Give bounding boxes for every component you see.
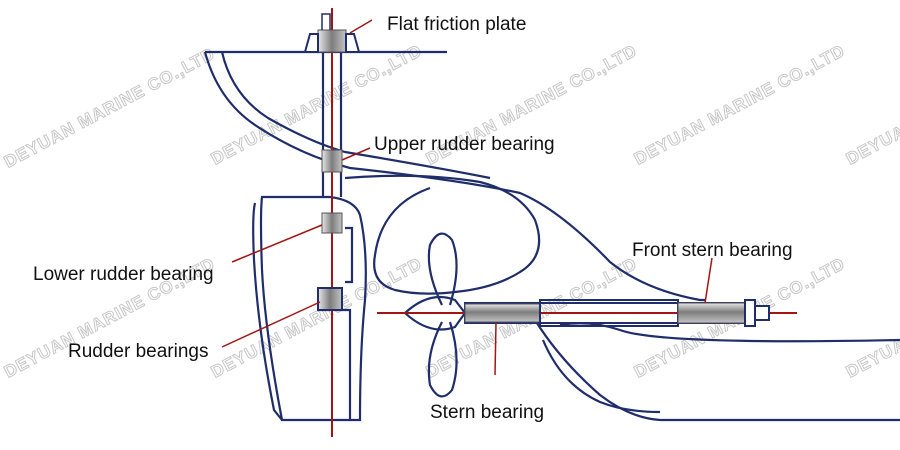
rudder-bearings-part xyxy=(317,287,343,311)
watermark: DEYUAN MARINE CO.,LTD xyxy=(631,41,848,169)
watermarks: DEYUAN MARINE CO.,LTD DEYUAN MARINE CO.,… xyxy=(0,40,900,382)
hull-outer-curve xyxy=(203,51,706,302)
front-stern-bearing-sleeve xyxy=(677,302,746,324)
rudder-leading-edge xyxy=(252,202,283,421)
shaft-flange xyxy=(744,299,756,327)
leader-upper-rudder-bearing xyxy=(341,147,371,161)
aperture-loop xyxy=(344,174,541,295)
shaft-coupling xyxy=(754,305,770,321)
rudder-blade xyxy=(259,195,367,422)
label-flat-friction-plate: Flat friction plate xyxy=(387,14,526,35)
labels: Flat friction plate Upper rudder bearing… xyxy=(33,14,793,423)
leader-lower-rudder-bearing xyxy=(231,224,323,263)
propeller-blade-upper xyxy=(427,232,458,306)
leader-lines xyxy=(221,19,713,376)
stern-bearing-sleeve xyxy=(464,303,541,323)
label-upper-rudder-bearing: Upper rudder bearing xyxy=(374,134,555,155)
keel-inner xyxy=(541,339,661,414)
label-stern-bearing: Stern bearing xyxy=(430,402,544,423)
leader-flat-friction-plate xyxy=(349,19,373,34)
stern-tube xyxy=(464,299,770,327)
watermark: DEYUAN MARINE CO.,LTD xyxy=(1,44,218,172)
friction-plate-bracket-right xyxy=(345,33,361,53)
watermark: DEYUAN MARINE CO.,LTD xyxy=(843,41,900,169)
leader-rudder-bearings xyxy=(221,301,321,348)
shaft-lines xyxy=(331,8,797,437)
rudder-bearing-parts xyxy=(303,13,361,311)
leader-front-stern-bearing xyxy=(704,257,713,304)
leader-stern-bearing xyxy=(494,322,497,376)
stock-head xyxy=(321,13,331,30)
propeller-blade-lower xyxy=(427,321,458,398)
label-rudder-bearings: Rudder bearings xyxy=(68,341,208,362)
friction-plate-bracket-left xyxy=(303,33,319,53)
lower-hull-sweep xyxy=(534,319,900,422)
watermark: DEYUAN MARINE CO.,LTD xyxy=(208,254,425,382)
upper-rudder-bearing-part xyxy=(321,149,343,173)
flat-friction-plate-part xyxy=(317,29,347,53)
label-front-stern-bearing: Front stern bearing xyxy=(632,240,793,261)
lower-rudder-bearing-part xyxy=(321,212,343,234)
watermark: DEYUAN MARINE CO.,LTD xyxy=(843,254,900,382)
hull-inner-curve xyxy=(220,51,491,180)
rudder-recess xyxy=(345,226,354,284)
label-lower-rudder-bearing: Lower rudder bearing xyxy=(33,264,214,285)
rudder-skeg xyxy=(318,308,352,420)
